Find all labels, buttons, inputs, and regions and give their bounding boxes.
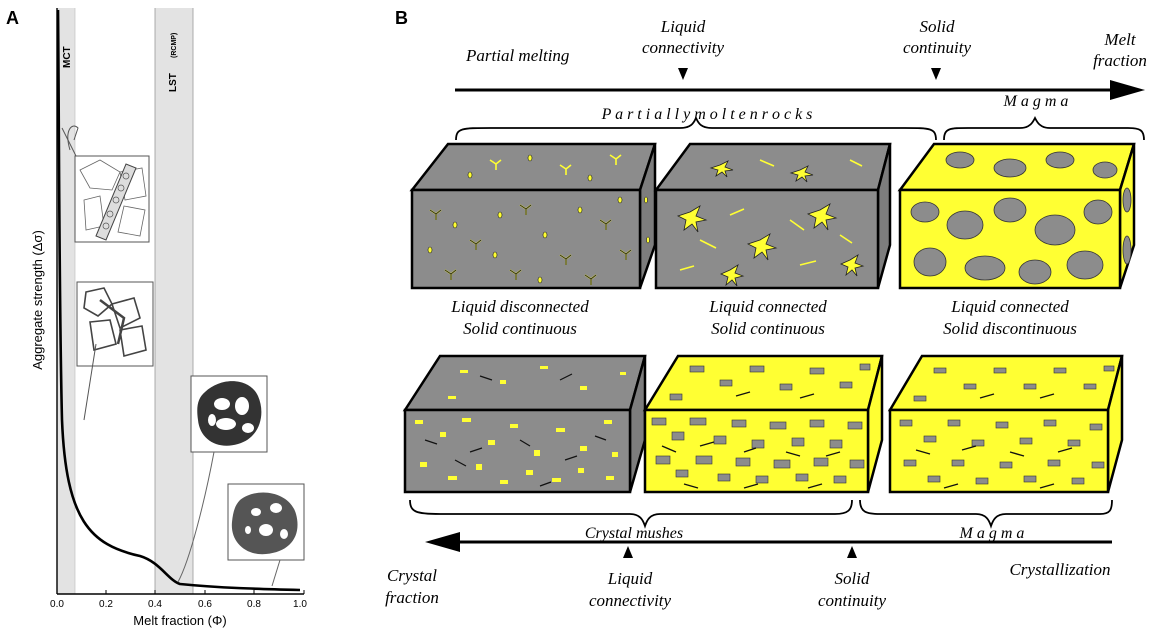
block-magma-bottom [887, 354, 1124, 494]
bottom-arrow-head [425, 532, 460, 552]
brace-magma-top [943, 115, 1145, 141]
caption-block3-line2: Solid discontinuous [943, 319, 1077, 338]
block-liquid-disconnected [409, 142, 657, 290]
x-ticks [56, 590, 305, 594]
top-solid-marker [931, 68, 941, 80]
block-crystal-mush-melt [642, 354, 884, 494]
x-tick-label: 1.0 [293, 599, 307, 610]
brace-magma-bottom [859, 499, 1113, 529]
caption-block3-line1: Liquid connected [950, 297, 1069, 316]
caption-block2-line2: Solid continuous [711, 319, 825, 338]
top-partial-melting: Partial melting [465, 46, 569, 65]
y-axis-label: Aggregate strength (Δσ) [30, 230, 45, 370]
top-solid-continuity-1: Solid [920, 17, 955, 36]
top-liquid-marker [678, 68, 688, 80]
top-liquid-connectivity-1: Liquid [660, 17, 706, 36]
top-liquid-connectivity-2: connectivity [642, 38, 725, 57]
lst-label: LST [168, 73, 179, 92]
brace-partially-molten [455, 115, 937, 141]
inset-fracture-network [76, 281, 154, 421]
caption-block1-line1: Liquid disconnected [450, 297, 589, 316]
bottom-liquid-connectivity-1: Liquid [607, 569, 653, 588]
top-melt-fraction-1: Melt [1103, 30, 1136, 49]
x-tick-label: 0.2 [99, 599, 113, 610]
strength-curve [56, 9, 301, 592]
bottom-solid-continuity-2: continuity [818, 591, 886, 610]
top-melt-fraction-2: fraction [1093, 51, 1147, 70]
brace-crystal-mushes-label: Crystal mushes [585, 525, 683, 542]
x-axis-label: Melt fraction (Φ) [133, 613, 226, 628]
panel-a-label: A [6, 8, 19, 28]
lst-band [155, 8, 193, 594]
mct-label: MCT [62, 46, 73, 68]
x-tick-label: 0.6 [198, 599, 212, 610]
bottom-liquid-connectivity-2: connectivity [589, 591, 672, 610]
brace-magma-bottom-label: M a g m a [959, 525, 1025, 542]
inset-melt-dominated [227, 483, 305, 587]
caption-block1-line2: Solid continuous [463, 319, 577, 338]
bottom-crystal-fraction-2: fraction [385, 588, 439, 607]
top-solid-continuity-2: continuity [903, 38, 971, 57]
bottom-crystallization: Crystallization [1009, 560, 1110, 579]
mct-band [57, 8, 75, 594]
inset-shear-band [61, 125, 150, 243]
caption-block2-line1: Liquid connected [708, 297, 827, 316]
block-crystal-mush-dense [402, 354, 647, 494]
brace-magma-top-label: M a g m a [1003, 93, 1069, 110]
block-magma-top [897, 142, 1136, 290]
brace-partially-molten-label: P a r t i a l l y m o l t e n r o c k s [601, 106, 813, 123]
bottom-crystal-fraction-1: Crystal [387, 566, 437, 585]
top-arrow-head [1110, 80, 1145, 100]
x-tick-label: 0.0 [50, 599, 64, 610]
x-tick-label: 0.8 [247, 599, 261, 610]
bottom-liquid-marker [623, 546, 633, 558]
inset-melt-pockets [177, 375, 268, 583]
x-tick-label: 0.4 [148, 599, 162, 610]
bottom-solid-continuity-1: Solid [835, 569, 870, 588]
brace-crystal-mushes [409, 499, 853, 529]
panel-b-label: B [395, 8, 408, 28]
block-liquid-connected-solid-continuous [653, 142, 892, 290]
lst-sub-label: (RCMP) [171, 33, 178, 58]
bottom-solid-marker [847, 546, 857, 558]
